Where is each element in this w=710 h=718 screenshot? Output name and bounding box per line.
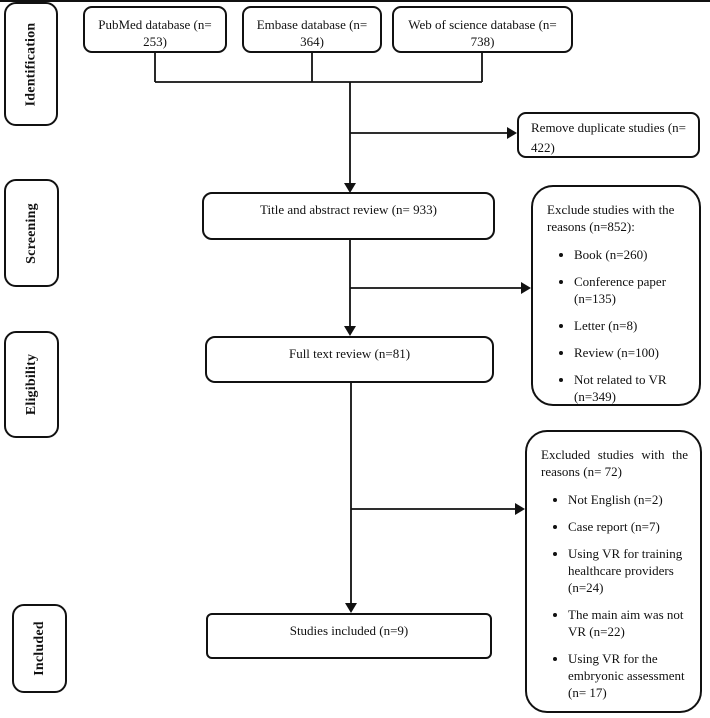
exclusion-eligibility-heading: Excluded studies with the reasons (n= 72… <box>541 447 688 479</box>
title-abstract-review-label: Title and abstract review (n= 933) <box>260 202 437 217</box>
exclusion-screening-list: Book (n=260) Conference paper (n=135) Lett… <box>547 246 689 405</box>
source-box-web-of-science: Web of science database (n= 738) <box>392 6 573 53</box>
exclusion-screening-heading: Exclude studies with the reasons (n=852)… <box>547 202 675 234</box>
source-embase-label: Embase database (n= 364) <box>256 17 368 49</box>
full-text-review-box: Full text review (n=81) <box>205 336 494 383</box>
stage-eligibility-label: Eligibility <box>24 353 40 416</box>
exclusion-panel-eligibility: Excluded studies with the reasons (n= 72… <box>525 430 702 713</box>
source-pubmed-label: PubMed database (n= 253) <box>98 17 212 49</box>
source-box-embase: Embase database (n= 364) <box>242 6 382 53</box>
title-abstract-review-box: Title and abstract review (n= 933) <box>202 192 495 240</box>
remove-duplicates-box: Remove duplicate studies (n= 422) <box>517 112 700 158</box>
exclusion-panel-screening: Exclude studies with the reasons (n=852)… <box>531 185 701 406</box>
exclusion-reason-item: Case report (n=7) <box>568 518 688 535</box>
figure-top-border <box>0 0 710 2</box>
stage-screening: Screening <box>4 179 59 287</box>
stage-identification-label: Identification <box>23 22 39 106</box>
exclusion-reason-item: Using VR for the embryonic assessment (n… <box>568 650 688 701</box>
exclusion-reason-item: Not English (n=2) <box>568 491 688 508</box>
exclusion-reason-item: Not related to VR (n=349) <box>574 371 689 405</box>
exclusion-reason-item: The main aim was not VR (n=22) <box>568 606 688 640</box>
source-box-pubmed: PubMed database (n= 253) <box>83 6 227 53</box>
exclusion-reason-item: Book (n=260) <box>574 246 689 263</box>
stage-eligibility: Eligibility <box>4 331 59 438</box>
exclusion-reason-item: Using VR for training healthcare provide… <box>568 545 688 596</box>
full-text-review-label: Full text review (n=81) <box>288 346 411 361</box>
exclusion-reason-item: Conference paper (n=135) <box>574 273 689 307</box>
studies-included-box: Studies included (n=9) <box>206 613 492 659</box>
exclusion-eligibility-list: Not English (n=2) Case report (n=7) Using … <box>541 491 688 701</box>
stage-included-label: Included <box>32 621 48 676</box>
stage-included: Included <box>12 604 67 693</box>
exclusion-reason-item: Letter (n=8) <box>574 317 689 334</box>
remove-duplicates-label: Remove duplicate studies (n= 422) <box>531 120 686 155</box>
stage-identification: Identification <box>4 2 58 126</box>
studies-included-label: Studies included (n=9) <box>289 623 409 638</box>
exclusion-reason-item: Review (n=100) <box>574 344 689 361</box>
source-wos-label: Web of science database (n= 738) <box>408 17 557 49</box>
stage-screening-label: Screening <box>24 202 39 264</box>
